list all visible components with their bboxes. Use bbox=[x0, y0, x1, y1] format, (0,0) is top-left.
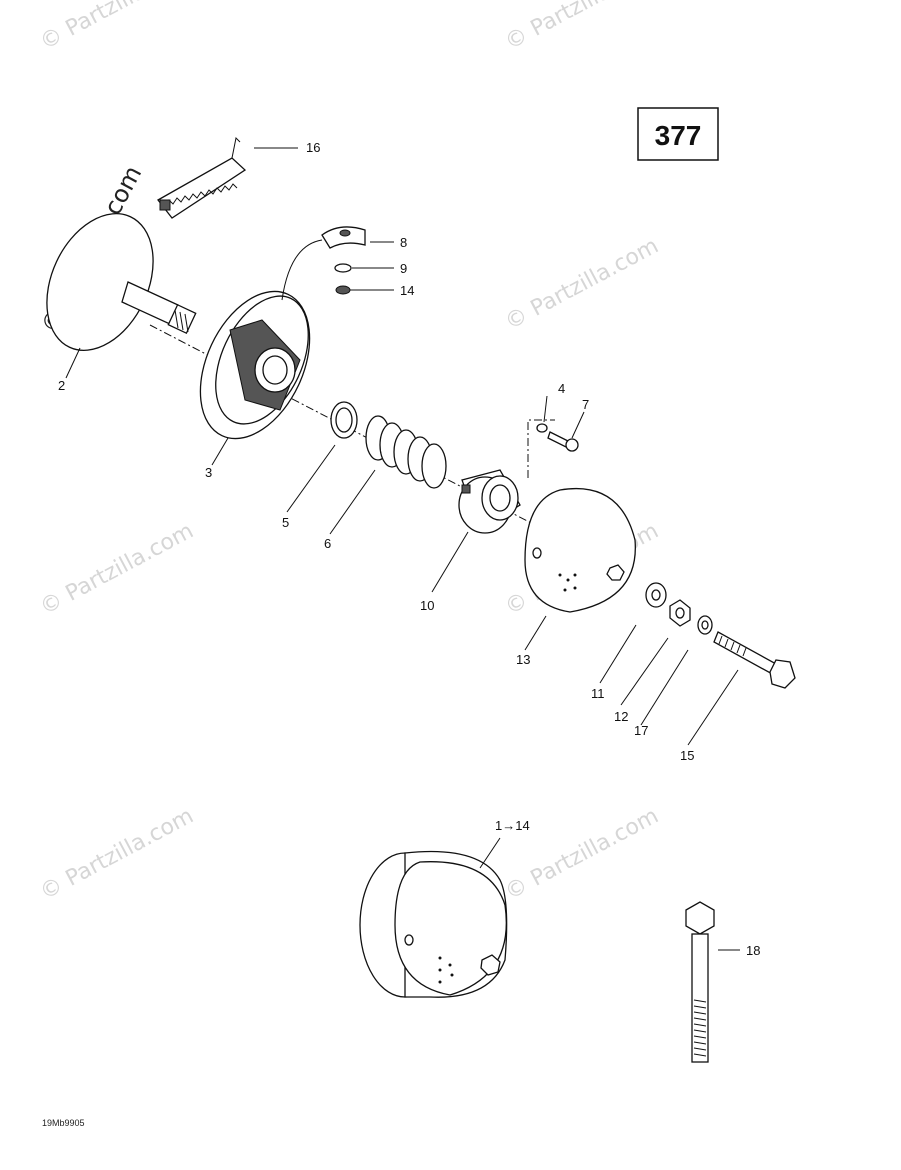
callout-15: 15 bbox=[680, 748, 694, 763]
watermark-6: © Partzilla.com bbox=[36, 804, 198, 906]
part-13-cover bbox=[524, 488, 636, 613]
watermark-1: © Partzilla.com bbox=[36, 0, 198, 55]
watermarks: © Partzilla.com © Partzilla.com © Partzi… bbox=[36, 0, 663, 905]
part-5-bushing bbox=[330, 401, 358, 439]
callout-4: 4 bbox=[558, 381, 565, 396]
part-8-roller-bracket bbox=[281, 226, 366, 301]
part-6-spring bbox=[365, 415, 447, 489]
part-9-washer bbox=[334, 263, 352, 273]
callout-6: 6 bbox=[324, 536, 331, 551]
part-3-movable-sheave bbox=[199, 290, 311, 440]
leader-lines bbox=[65, 147, 740, 951]
part-14-washer bbox=[335, 285, 351, 295]
callout-17: 17 bbox=[634, 723, 648, 738]
diagram-number-box: 377 bbox=[637, 107, 719, 161]
callout-10: 10 bbox=[420, 598, 434, 613]
watermark-3: © Partzilla.com bbox=[501, 234, 663, 336]
part-15-bolt bbox=[713, 631, 796, 689]
assembly-1-14 bbox=[359, 850, 508, 998]
callout-3: 3 bbox=[205, 465, 212, 480]
part-2-fixed-sheave bbox=[46, 213, 197, 351]
callout-9: 9 bbox=[400, 261, 407, 276]
callout-18: 18 bbox=[746, 943, 760, 958]
part-18-long-bolt bbox=[685, 901, 715, 1063]
diagram-number: 377 bbox=[655, 120, 702, 151]
callout-7: 7 bbox=[582, 397, 589, 412]
callout-11: 11 bbox=[591, 686, 605, 701]
part-11-washer bbox=[645, 582, 667, 608]
callout-16: 16 bbox=[306, 140, 320, 155]
reference-code: 19Mb9905 bbox=[42, 1118, 85, 1128]
callout-labels: 16 8 9 14 2 3 4 7 5 6 10 13 11 12 17 15 … bbox=[58, 140, 760, 958]
part-16-strip bbox=[157, 136, 247, 219]
key-axis-line bbox=[527, 419, 555, 478]
callout-2: 2 bbox=[58, 378, 65, 393]
callout-1-14: 1→14 bbox=[495, 818, 530, 833]
part-10-cam bbox=[458, 469, 521, 534]
callout-5: 5 bbox=[282, 515, 289, 530]
part-7-screw bbox=[547, 431, 579, 452]
callout-13: 13 bbox=[516, 652, 530, 667]
watermark-4: © Partzilla.com bbox=[36, 519, 198, 621]
watermark-2: © Partzilla.com bbox=[501, 0, 663, 55]
callout-12: 12 bbox=[614, 709, 628, 724]
part-17-lockwasher bbox=[697, 615, 713, 635]
part-4-washer bbox=[536, 423, 548, 433]
part-12-nut bbox=[669, 599, 691, 627]
callout-14: 14 bbox=[400, 283, 414, 298]
callout-8: 8 bbox=[400, 235, 407, 250]
